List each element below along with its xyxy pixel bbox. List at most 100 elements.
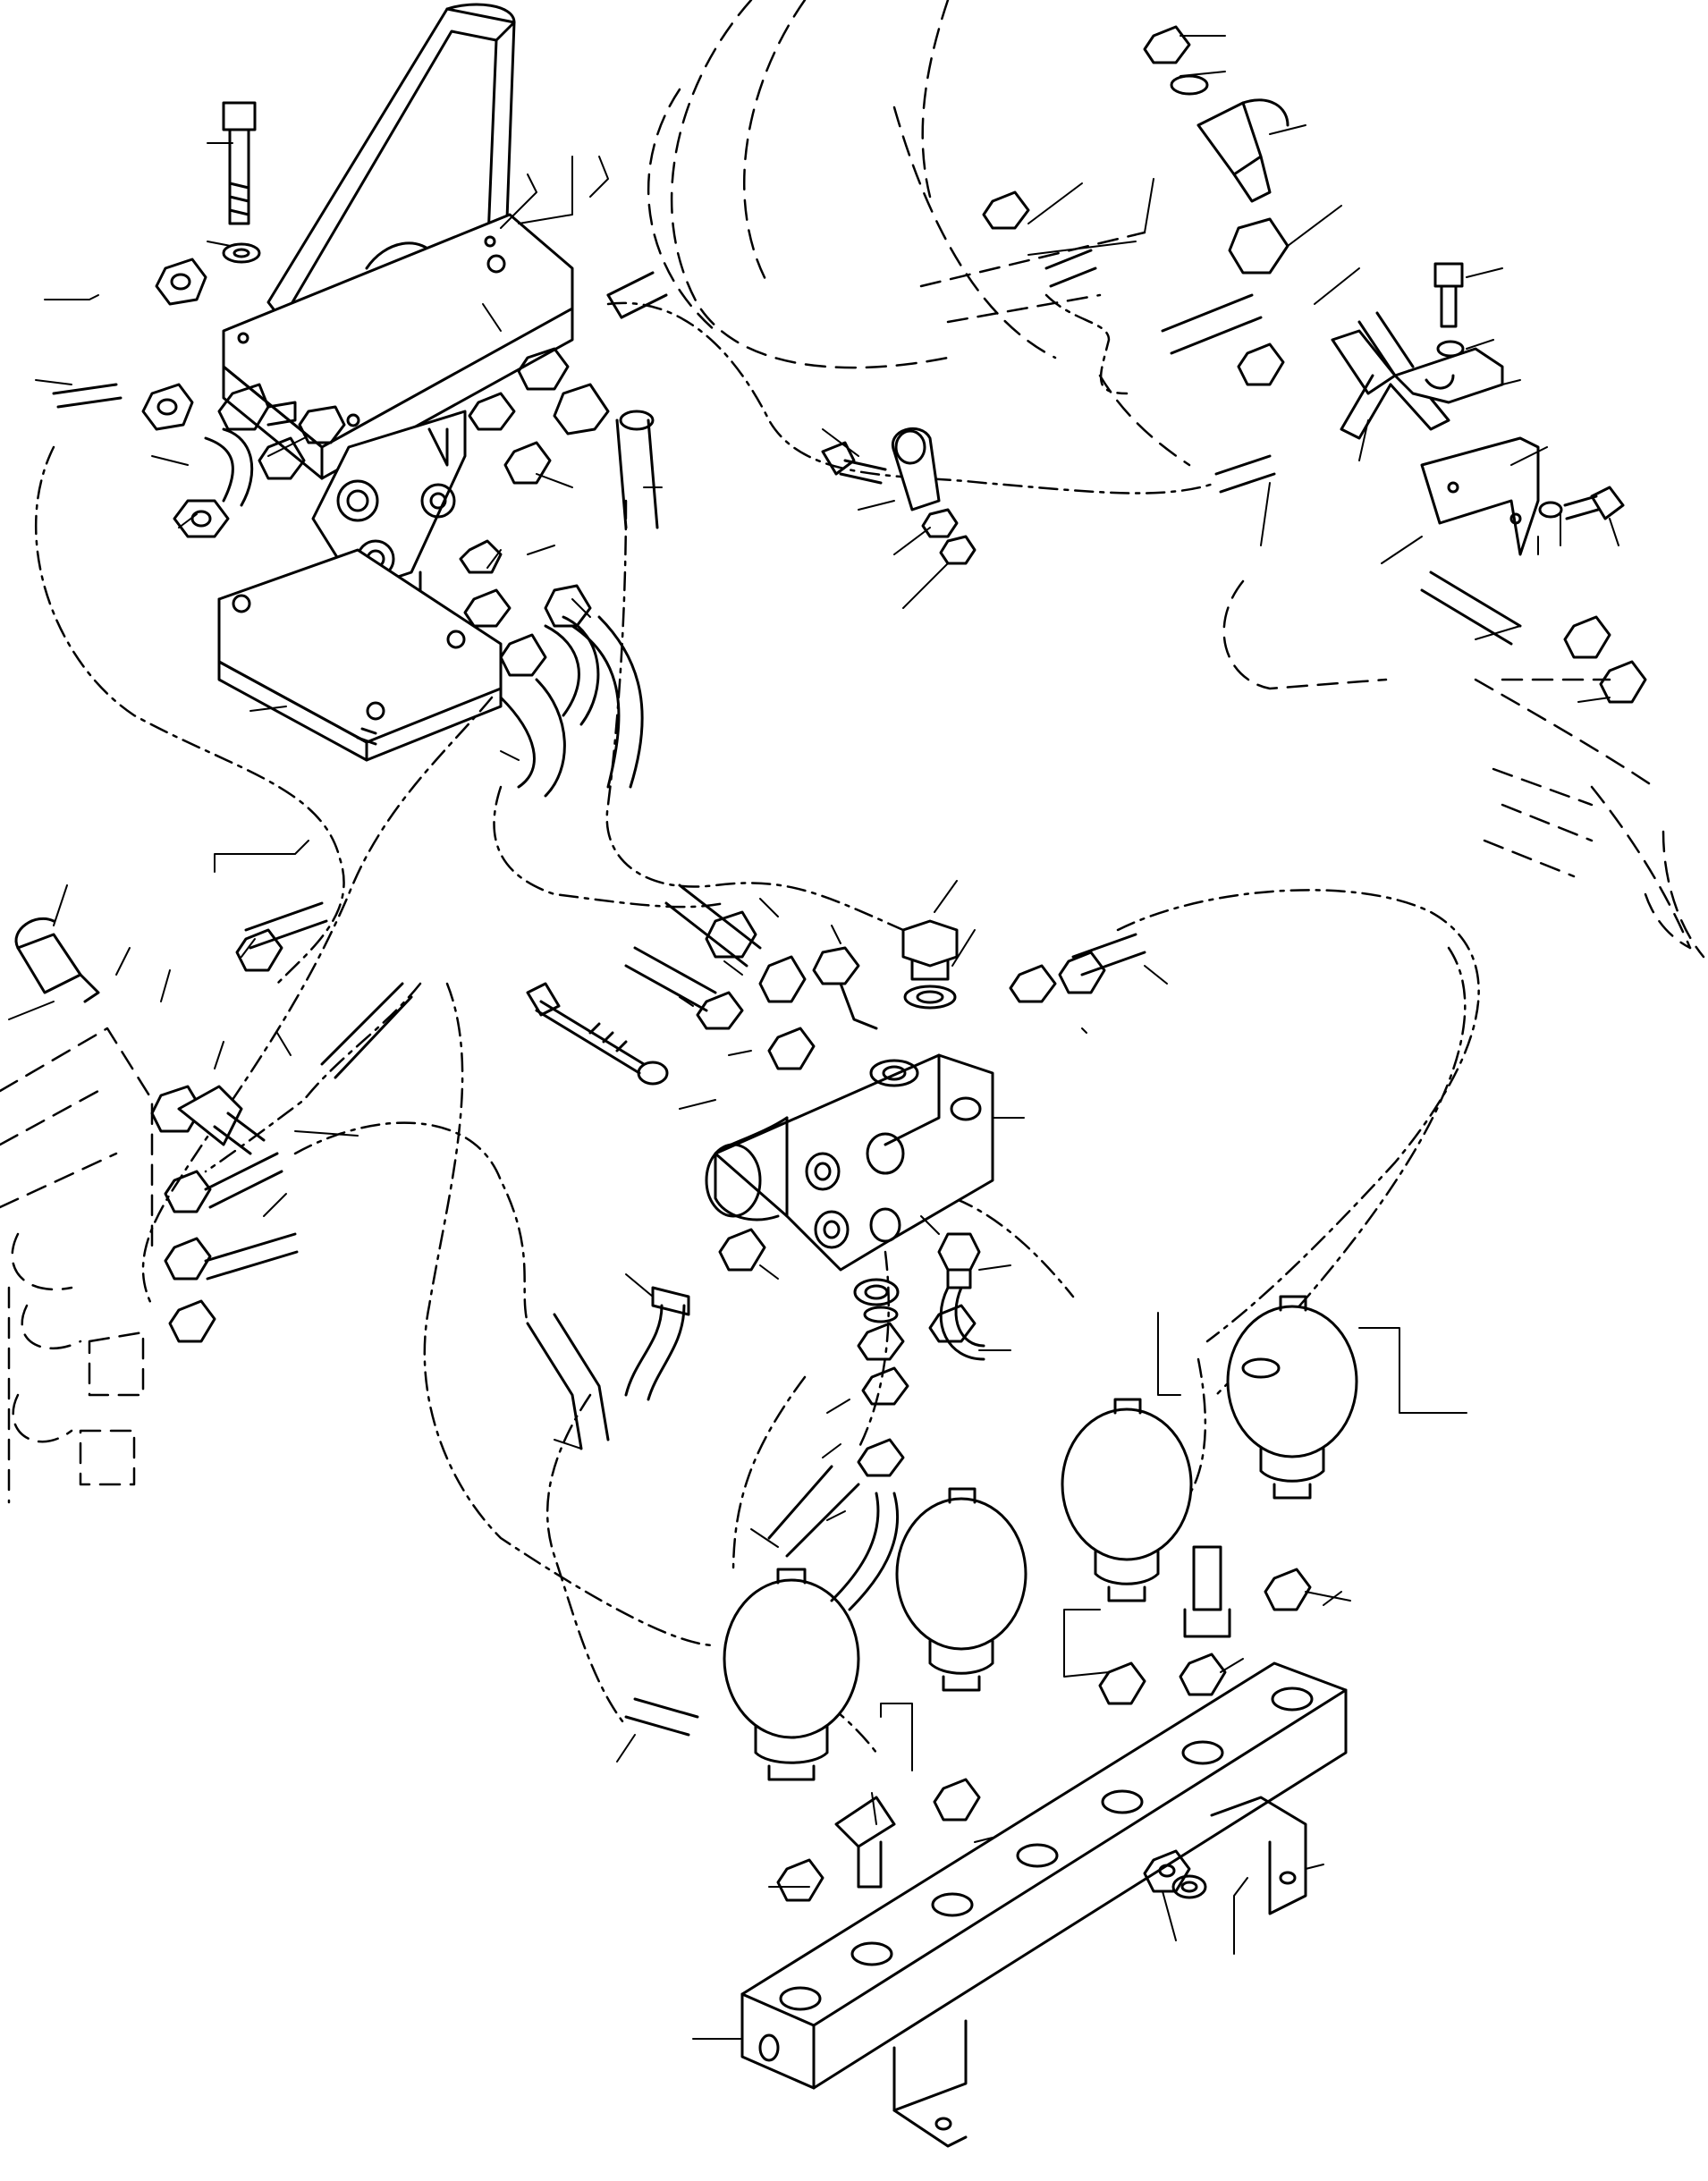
hose: [1071, 933, 1146, 976]
hose: [615, 410, 659, 529]
hose: [606, 271, 668, 319]
accumulator: [1226, 1295, 1358, 1500]
charging-valve: [705, 1053, 994, 1272]
fitting: [1179, 1653, 1227, 1696]
washer: [1170, 74, 1209, 96]
fitting: [1058, 951, 1106, 994]
nut: [921, 508, 959, 538]
hose: [624, 1697, 699, 1737]
manifold-block: [740, 1661, 1348, 2090]
fitting: [857, 1306, 905, 1361]
accumulator: [723, 1568, 860, 1781]
fitting: [937, 1232, 981, 1289]
elbow-fitting: [939, 1286, 985, 1361]
hose: [52, 383, 123, 409]
nut: [939, 535, 977, 565]
pressure-switch: [1196, 98, 1289, 203]
fitting: [1563, 615, 1611, 659]
fitting: [298, 405, 346, 444]
fitting: [1599, 660, 1647, 704]
fitting: [258, 436, 306, 480]
fitting: [1237, 342, 1285, 386]
hose: [526, 1313, 610, 1450]
fitting: [150, 1085, 203, 1133]
hose: [664, 883, 762, 968]
bolt: [821, 441, 887, 485]
pressure-switch: [1183, 1545, 1231, 1638]
washer: [853, 1278, 900, 1306]
hose: [571, 615, 644, 789]
elbow-fitting: [830, 1492, 900, 1611]
mounting-bracket: [892, 1796, 1307, 2148]
bracket: [1420, 436, 1540, 556]
fitting: [217, 383, 297, 431]
charging-valve-bolt: [526, 982, 669, 1086]
bolt: [222, 101, 257, 225]
fitting: [173, 499, 230, 538]
pressure-switch: [14, 917, 100, 1003]
fitting: [767, 1027, 816, 1070]
fitting: [718, 1228, 766, 1272]
washer: [1538, 501, 1563, 519]
fitting: [982, 190, 1030, 230]
clip: [891, 427, 941, 511]
washer: [1241, 1357, 1281, 1379]
fitting: [141, 383, 194, 431]
fitting: [696, 991, 744, 1030]
fitting: [933, 1778, 981, 1822]
fitting: [1264, 1568, 1312, 1611]
fitting: [503, 441, 552, 485]
elbow-fitting: [204, 427, 254, 507]
tee-fitting: [177, 1085, 266, 1155]
hose: [320, 982, 413, 1079]
elbow-fitting: [544, 615, 600, 726]
fitting: [235, 928, 283, 972]
fitting: [517, 347, 570, 391]
fitting: [499, 633, 547, 677]
fitting: [861, 1366, 909, 1406]
fitting: [468, 392, 516, 431]
hose: [204, 1152, 283, 1209]
phantom-machine-outline: [0, 0, 1705, 1504]
fitting: [758, 955, 807, 1003]
fitting: [857, 1438, 905, 1477]
plug: [901, 919, 959, 1010]
hose: [244, 901, 328, 950]
fitting: [1009, 964, 1057, 1003]
hose: [1420, 571, 1522, 646]
hose: [1161, 293, 1263, 355]
fitting: [1098, 1661, 1146, 1705]
fitting: [168, 1299, 216, 1343]
fitting: [463, 588, 512, 628]
fitting: [459, 539, 503, 574]
fitting: [164, 1170, 212, 1213]
hose: [204, 1232, 299, 1281]
bracket: [1393, 347, 1504, 404]
bolt: [1433, 262, 1464, 328]
hose: [499, 678, 566, 798]
fitting: [1143, 25, 1191, 64]
accumulator: [1061, 1398, 1193, 1602]
hose: [767, 1465, 860, 1558]
elbow-fitting: [834, 1796, 896, 1889]
hose: [1214, 454, 1276, 494]
hose: [624, 946, 717, 1012]
hose: [1044, 249, 1097, 288]
fitting: [928, 1304, 977, 1343]
valve-mounting-plate: [217, 548, 503, 762]
fitting: [705, 910, 757, 959]
fitting: [155, 258, 207, 306]
fitting: [776, 1858, 824, 1902]
bolt: [1563, 486, 1625, 520]
accumulator: [895, 1487, 1027, 1692]
fitting: [812, 946, 878, 1030]
fitting: [164, 1237, 212, 1281]
leader-lines: [8, 35, 1619, 2040]
fitting: [1228, 217, 1289, 275]
washer: [1171, 1874, 1207, 1899]
washer: [222, 242, 261, 264]
hydraulic-lines: [35, 293, 1480, 1754]
fitting: [553, 383, 610, 435]
elbow-fitting: [624, 1286, 690, 1401]
